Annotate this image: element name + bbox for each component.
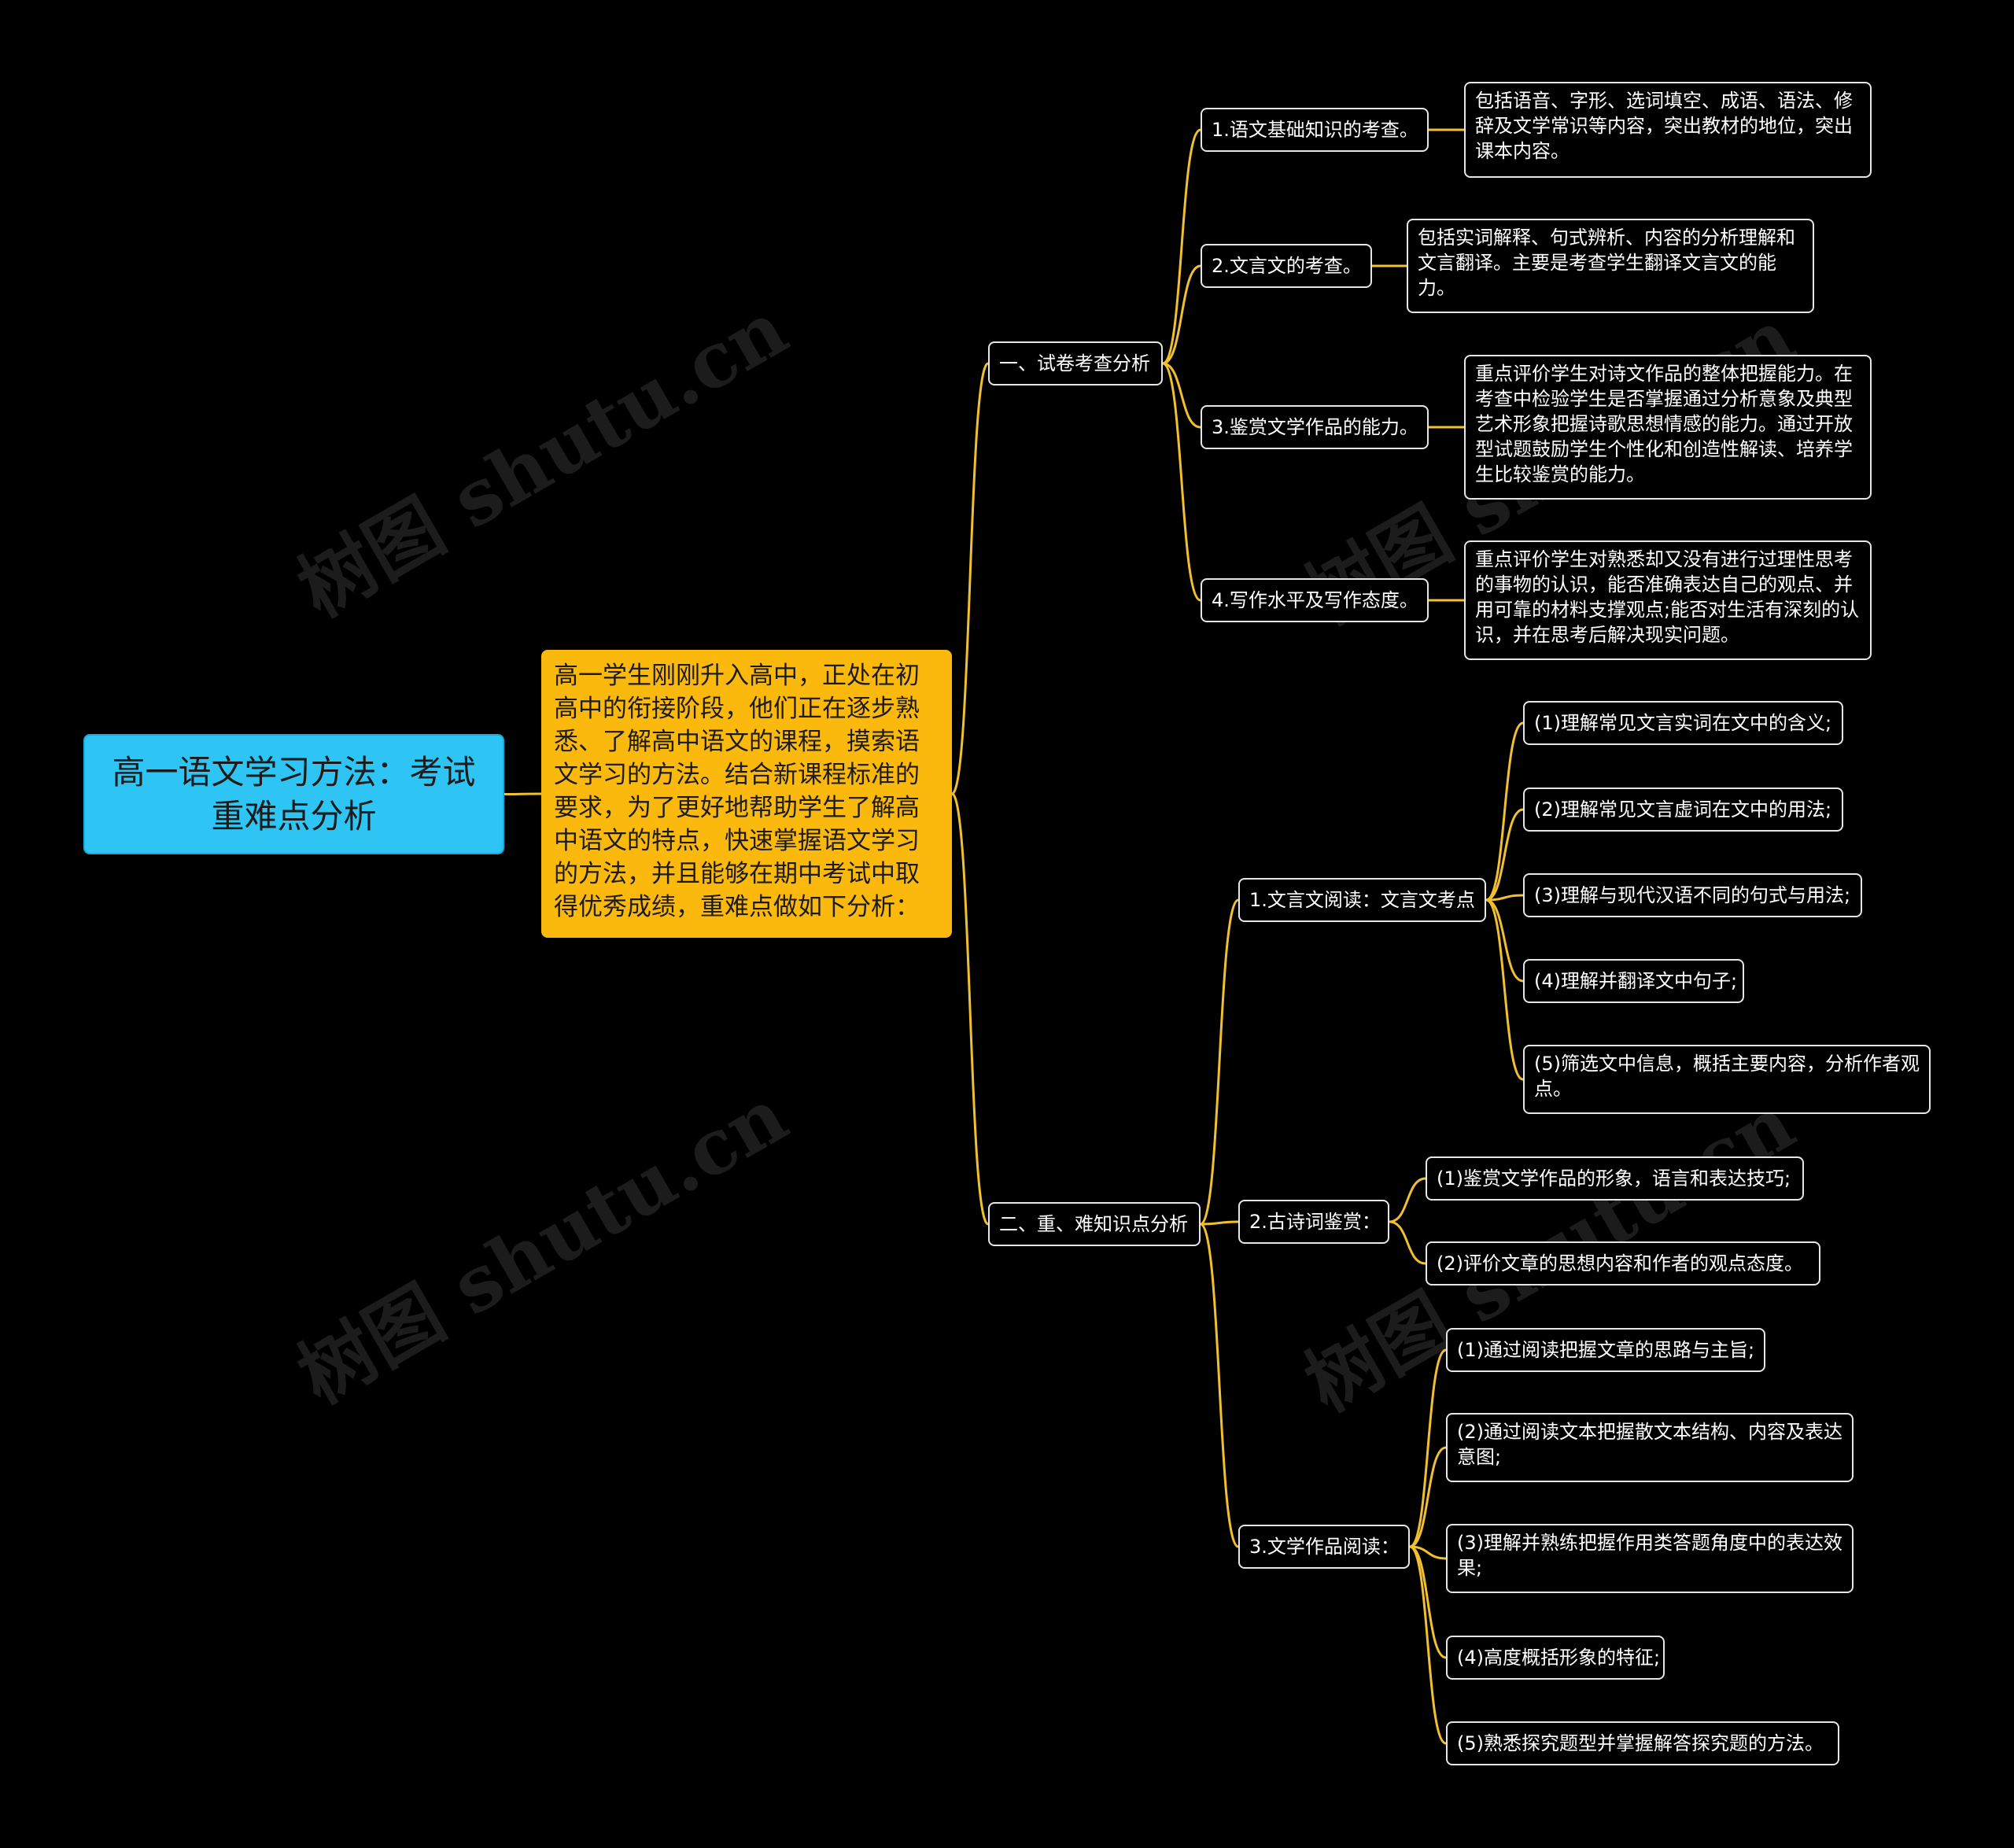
exam-item-detail-text: 包括语音、字形、选词填空、成语、语法、修辞及文学常识等内容，突出教材的地位，突出… bbox=[1475, 90, 1853, 162]
connector-line bbox=[1162, 128, 1201, 365]
key-point-group-label: 3.文学作品阅读： bbox=[1249, 1536, 1400, 1558]
key-point-item-text: (1)鉴赏文学作品的形象，语言和表达技巧; bbox=[1437, 1167, 1791, 1190]
key-point-item-text: (5)熟悉探究题型并掌握解答探究题的方法。 bbox=[1457, 1732, 1824, 1754]
key-point-item[interactable]: (2)通过阅读文本把握散文本结构、内容及表达意图; bbox=[1446, 1413, 1854, 1482]
exam-item-detail-text: 包括实词解释、句式辨析、内容的分析理解和文言翻译。主要是考查学生翻译文言文的能力… bbox=[1418, 227, 1795, 299]
key-point-item[interactable]: (4)高度概括形象的特征; bbox=[1446, 1636, 1665, 1680]
key-point-item[interactable]: (1)通过阅读把握文章的思路与主旨; bbox=[1446, 1328, 1765, 1372]
connector-line bbox=[504, 792, 542, 795]
intro-topic[interactable]: 高一学生刚刚升入高中，正处在初高中的衔接阶段，他们正在逐步熟悉、了解高中语文的课… bbox=[541, 650, 952, 938]
key-point-item-text: (5)筛选文中信息，概括主要内容，分析作者观点。 bbox=[1534, 1053, 1920, 1100]
exam-item[interactable]: 2.文言文的考查。 bbox=[1201, 244, 1372, 288]
key-point-item-text: (4)理解并翻译文中句子; bbox=[1534, 970, 1738, 992]
branch-key-points[interactable]: 二、重、难知识点分析 bbox=[988, 1202, 1201, 1246]
key-point-group[interactable]: 3.文学作品阅读： bbox=[1238, 1525, 1410, 1569]
key-point-item-text: (1)理解常见文言实词在文中的含义; bbox=[1534, 712, 1832, 734]
connector-line bbox=[1485, 898, 1524, 983]
key-point-item-text: (4)高度概括形象的特征; bbox=[1457, 1647, 1661, 1669]
exam-item-label: 4.写作水平及写作态度。 bbox=[1212, 589, 1418, 611]
branch-exam-analysis[interactable]: 一、试卷考查分析 bbox=[988, 341, 1163, 385]
key-point-item-text: (2)评价文章的思想内容和作者的观点态度。 bbox=[1437, 1252, 1803, 1274]
connector-line bbox=[1162, 264, 1201, 365]
exam-item-detail[interactable]: 重点评价学生对诗文作品的整体把握能力。在考查中检验学生是否掌握通过分析意象及典型… bbox=[1464, 355, 1872, 500]
intro-text: 高一学生刚刚升入高中，正处在初高中的衔接阶段，他们正在逐步熟悉、了解高中语文的课… bbox=[554, 662, 920, 921]
exam-item-detail[interactable]: 包括实词解释、句式辨析、内容的分析理解和文言翻译。主要是考查学生翻译文言文的能力… bbox=[1407, 219, 1814, 313]
connector-line bbox=[1200, 1223, 1239, 1548]
key-point-item-text: (2)通过阅读文本把握散文本结构、内容及表达意图; bbox=[1457, 1421, 1842, 1468]
branch-label: 一、试卷考查分析 bbox=[999, 352, 1150, 374]
connector-line bbox=[1485, 808, 1524, 902]
key-point-group-label: 2.古诗词鉴赏： bbox=[1249, 1211, 1381, 1233]
connector-line bbox=[1389, 1177, 1426, 1223]
key-point-item[interactable]: (3)理解并熟练把握作用类答题角度中的表达效果; bbox=[1446, 1524, 1854, 1593]
connector-line bbox=[950, 792, 990, 1226]
key-point-item-text: (3)理解并熟练把握作用类答题角度中的表达效果; bbox=[1457, 1532, 1842, 1579]
key-point-item-text: (1)通过阅读把握文章的思路与主旨; bbox=[1457, 1339, 1755, 1361]
key-point-item[interactable]: (1)鉴赏文学作品的形象，语言和表达技巧; bbox=[1426, 1156, 1804, 1201]
key-point-item-text: (2)理解常见文言虚词在文中的用法; bbox=[1534, 799, 1832, 821]
exam-item[interactable]: 3.鉴赏文学作品的能力。 bbox=[1201, 405, 1429, 449]
exam-item-detail-text: 重点评价学生对熟悉却又没有进行过理性思考的事物的认识，能否准确表达自己的观点、并… bbox=[1475, 548, 1860, 646]
connector-line bbox=[1200, 1220, 1239, 1226]
exam-item-label: 3.鉴赏文学作品的能力。 bbox=[1212, 416, 1418, 438]
key-point-item[interactable]: (4)理解并翻译文中句子; bbox=[1523, 959, 1744, 1003]
exam-item-detail[interactable]: 包括语音、字形、选词填空、成语、语法、修辞及文学常识等内容，突出教材的地位，突出… bbox=[1464, 82, 1872, 178]
key-point-group-label: 1.文言文阅读：文言文考点 bbox=[1249, 889, 1475, 911]
connector-line bbox=[1409, 1446, 1447, 1548]
connector-line bbox=[1485, 721, 1524, 902]
key-point-group[interactable]: 2.古诗词鉴赏： bbox=[1238, 1200, 1389, 1244]
connector-line bbox=[1200, 898, 1239, 1226]
key-point-item[interactable]: (1)理解常见文言实词在文中的含义; bbox=[1523, 701, 1843, 745]
connector-line bbox=[1409, 1348, 1447, 1548]
key-point-item[interactable]: (3)理解与现代汉语不同的句式与用法; bbox=[1523, 873, 1862, 917]
exam-item-detail[interactable]: 重点评价学生对熟悉却又没有进行过理性思考的事物的认识，能否准确表达自己的观点、并… bbox=[1464, 540, 1872, 660]
root-topic[interactable]: 高一语文学习方法：考试重难点分析 bbox=[83, 734, 504, 854]
exam-item-label: 1.语文基础知识的考查。 bbox=[1212, 119, 1418, 141]
key-point-item[interactable]: (2)评价文章的思想内容和作者的观点态度。 bbox=[1426, 1241, 1820, 1285]
exam-item[interactable]: 4.写作水平及写作态度。 bbox=[1201, 578, 1429, 622]
key-point-item[interactable]: (5)筛选文中信息，概括主要内容，分析作者观点。 bbox=[1523, 1045, 1931, 1114]
connector-line bbox=[1162, 362, 1201, 602]
root-topic-label: 高一语文学习方法：考试重难点分析 bbox=[112, 752, 476, 835]
key-point-item[interactable]: (5)熟悉探究题型并掌握解答探究题的方法。 bbox=[1446, 1721, 1839, 1765]
connector-line bbox=[1485, 894, 1524, 902]
connector-line bbox=[1389, 1220, 1426, 1265]
key-point-group[interactable]: 1.文言文阅读：文言文考点 bbox=[1238, 878, 1486, 922]
key-point-item-text: (3)理解与现代汉语不同的句式与用法; bbox=[1534, 884, 1851, 906]
connector-line bbox=[1409, 1545, 1447, 1745]
connector-line bbox=[1409, 1545, 1447, 1560]
connector-line bbox=[1162, 362, 1201, 429]
connector-line bbox=[950, 362, 990, 795]
exam-item[interactable]: 1.语文基础知识的考查。 bbox=[1201, 108, 1429, 152]
exam-item-label: 2.文言文的考查。 bbox=[1212, 255, 1362, 277]
exam-item-detail-text: 重点评价学生对诗文作品的整体把握能力。在考查中检验学生是否掌握通过分析意象及典型… bbox=[1475, 363, 1853, 485]
key-point-item[interactable]: (2)理解常见文言虚词在文中的用法; bbox=[1523, 788, 1843, 832]
connector-line bbox=[1409, 1545, 1447, 1659]
connector-line bbox=[1485, 898, 1524, 1081]
branch-label: 二、重、难知识点分析 bbox=[999, 1213, 1188, 1235]
